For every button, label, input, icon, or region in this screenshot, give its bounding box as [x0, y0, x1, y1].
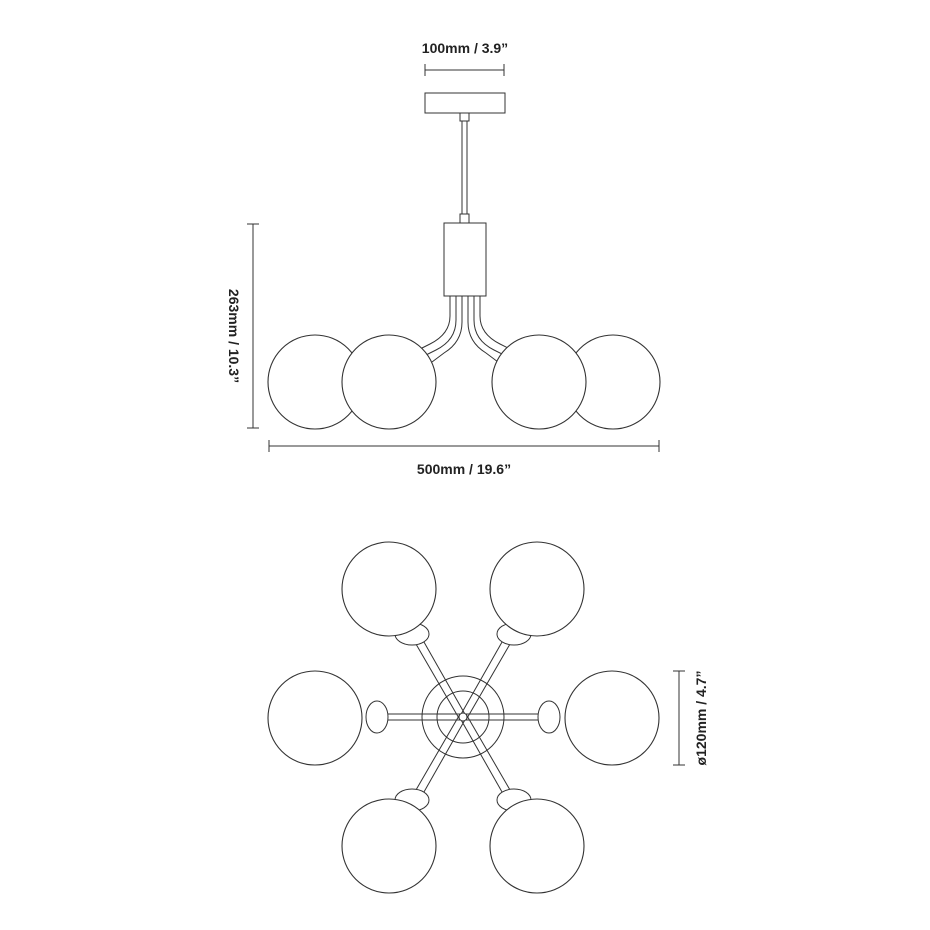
canopy-width-dimension: 100mm / 3.9”: [422, 40, 508, 76]
suspension-rod: [461, 121, 468, 215]
plan-globe-bottom-right: [489, 798, 585, 894]
plan-globe-top-right: [489, 541, 585, 637]
globe-diameter-dimension: ø120mm / 4.7”: [673, 670, 709, 766]
overall-width-dimension: 500mm / 19.6”: [268, 440, 660, 477]
canopy-width-label: 100mm / 3.9”: [422, 40, 508, 56]
canopy-fitting: [459, 112, 470, 122]
globe-front-left: [341, 334, 437, 430]
plan-arms: [377, 627, 549, 807]
side-elevation-view: 100mm / 3.9”: [226, 40, 661, 477]
hub-center: [458, 712, 468, 722]
plan-globe-bottom-left: [341, 798, 437, 894]
arms: [411, 296, 519, 363]
rod-fitting: [459, 213, 470, 224]
plan-globe-left: [267, 670, 363, 766]
plan-globe-top-left: [341, 541, 437, 637]
plan-globe-right: [564, 670, 660, 766]
overall-width-label: 500mm / 19.6”: [417, 461, 511, 477]
height-label: 263mm / 10.3”: [226, 289, 242, 383]
globe-front-right: [491, 334, 587, 430]
central-body: [443, 222, 487, 297]
globe-diameter-label: ø120mm / 4.7”: [693, 671, 709, 766]
ceiling-canopy: [424, 92, 506, 114]
height-dimension: 263mm / 10.3”: [226, 223, 259, 429]
plan-view: ø120mm / 4.7”: [267, 541, 709, 894]
